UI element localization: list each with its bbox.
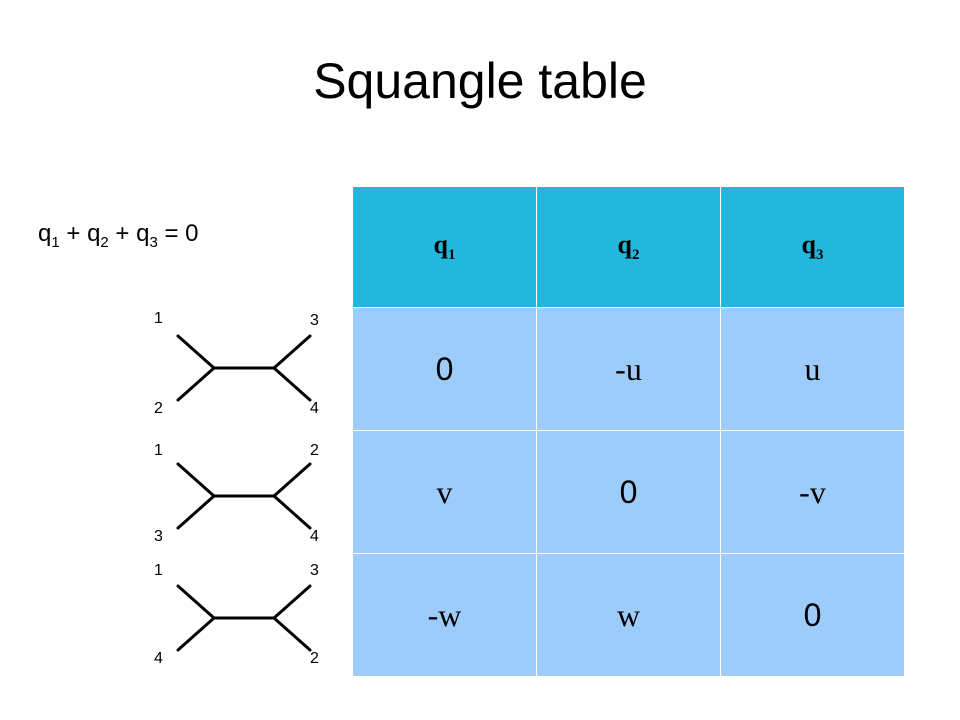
leg-label-top-left: 1	[154, 562, 163, 579]
channel-diagram-3: 1 3 4 2	[150, 562, 330, 672]
leg-label-top-right: 3	[310, 562, 319, 579]
leg-label-bottom-left: 4	[154, 650, 163, 667]
momentum-conservation-equation: q1 + q2 + q3 = 0	[38, 220, 199, 251]
leg-label-bottom-left: 2	[154, 400, 163, 417]
table-cell: -u	[536, 307, 721, 431]
leg-label-bottom-right: 2	[310, 650, 319, 667]
squangle-table: q1 q2 q3 0 -u u v 0 -v -w w 0	[352, 186, 905, 677]
channel-diagram-1: 1 3 2 4	[150, 310, 330, 420]
exchange-graph	[176, 462, 312, 530]
table-cell: w	[536, 553, 721, 677]
slide-title: Squangle table	[313, 53, 647, 109]
table-cell: 0	[352, 307, 537, 431]
table-cell: v	[352, 430, 537, 554]
leg-label-bottom-right: 4	[310, 528, 319, 545]
exchange-graph	[176, 584, 312, 652]
leg-label-bottom-right: 4	[310, 400, 319, 417]
table-cell: 0	[536, 430, 721, 554]
table-cell: u	[720, 307, 905, 431]
table-row: v 0 -v	[352, 430, 905, 554]
table-row: 0 -u u	[352, 307, 905, 431]
leg-label-top-left: 1	[154, 310, 163, 327]
table-header-row: q1 q2 q3	[352, 186, 905, 308]
leg-label-bottom-left: 3	[154, 528, 163, 545]
leg-label-top-right: 3	[310, 312, 319, 329]
table-cell: -v	[720, 430, 905, 554]
table-row: -w w 0	[352, 553, 905, 677]
table-cell: -w	[352, 553, 537, 677]
header-q3: q3	[720, 186, 905, 308]
table-cell: 0	[720, 553, 905, 677]
leg-label-top-left: 1	[154, 442, 163, 459]
header-q2: q2	[536, 186, 721, 308]
channel-diagram-2: 1 2 3 4	[150, 438, 330, 548]
exchange-graph	[176, 334, 312, 402]
leg-label-top-right: 2	[310, 442, 319, 459]
header-q1: q1	[352, 186, 537, 308]
